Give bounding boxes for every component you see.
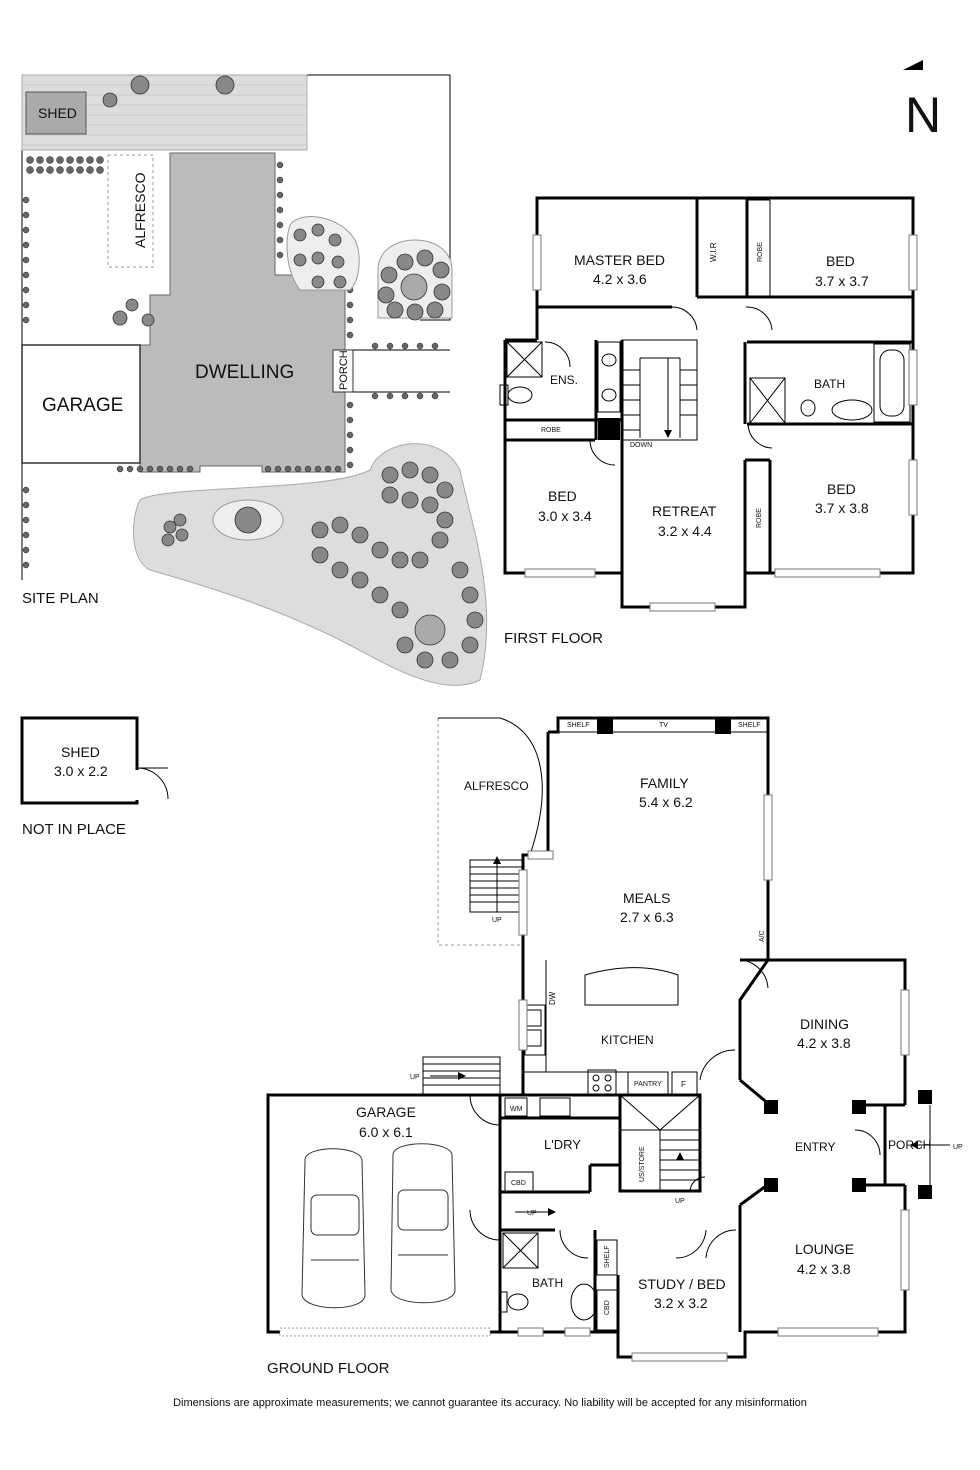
gf-porch-up: UP [953,1144,963,1151]
gf-dw-label: DW [548,991,557,1005]
shed-name: SHED [61,744,100,760]
ff-ens-label: ENS. [550,373,578,387]
ff-wir-label: W.I.R [709,242,718,262]
gf-lounge-dims: 4.2 x 3.8 [797,1261,851,1277]
ff-down-label: DOWN [630,442,652,449]
gf-cbd-study: CBD [604,1300,611,1315]
gf-meals-dims: 2.7 x 6.3 [620,909,674,925]
gf-ac-label: A/C [759,930,766,942]
gf-bath-label: BATH [532,1276,563,1290]
first-floor-title: FIRST FLOOR [504,630,603,647]
gf-garage-dims: 6.0 x 6.1 [359,1124,413,1140]
ff-retreat-name: RETREAT [652,503,717,519]
ff-bed3-dims: 3.7 x 3.8 [815,500,869,516]
gf-us-store-label: US/STORE [639,1146,646,1182]
gf-entry-label: ENTRY [795,1140,835,1154]
gf-shelf-study: SHELF [604,1245,611,1268]
gf-kitchen-label: KITCHEN [601,1033,654,1047]
gf-shelf-right: SHELF [738,722,761,729]
shed-not-in-place: SHED 3.0 x 2.2 NOT IN PLACE [20,716,169,838]
gf-alfresco-up: UP [492,917,502,924]
site-alfresco-label: ALFRESCO [132,172,148,248]
ff-master-bed-dims: 4.2 x 3.6 [593,271,647,287]
site-shed-label: SHED [38,105,77,121]
gf-porch-label: PORCH [888,1138,931,1152]
gf-garage-up: UP [410,1074,420,1081]
gf-tv-label: TV [659,722,668,729]
shed-note: NOT IN PLACE [22,821,126,838]
gf-family-name: FAMILY [640,775,689,791]
gf-study-name: STUDY / BED [638,1276,726,1292]
gf-study-dims: 3.2 x 3.2 [654,1295,708,1311]
ff-robe-label-mid: ROBE [541,427,561,434]
first-floor: MASTER BED 4.2 x 3.6 W.I.R ROBE BED 3.7 … [499,196,918,647]
gf-wm-label: WM [510,1106,523,1113]
shed-dims: 3.0 x 2.2 [54,763,108,779]
ff-retreat-dims: 3.2 x 4.4 [658,523,712,539]
ff-bath-label: BATH [814,377,845,391]
ff-robe-label-top: ROBE [757,242,764,262]
ff-robe-label-bottom: ROBE [756,508,763,528]
gf-dining-name: DINING [800,1016,849,1032]
gf-ldry-label: L'DRY [544,1137,581,1152]
ground-floor: SHELF TV SHELF ALFRESCO FAMILY 5.4 x 6.2… [266,716,963,1377]
ff-master-bed-name: MASTER BED [574,252,665,268]
ff-bed3-name: BED [827,481,856,497]
gf-bath-up: UP [527,1210,537,1217]
site-garage-label: GARAGE [42,395,123,416]
ff-bed1-dims: 3.7 x 3.7 [815,273,869,289]
ff-bed2-dims: 3.0 x 3.4 [538,508,592,524]
north-label: N [905,87,941,143]
ground-floor-title: GROUND FLOOR [267,1360,390,1377]
gf-garage-name: GARAGE [356,1104,416,1120]
gf-alfresco-label: ALFRESCO [464,779,529,793]
gf-pantry-label: PANTRY [634,1081,662,1088]
north-arrow: N [903,60,941,143]
gf-shelf-left: SHELF [567,722,590,729]
ff-bed1-name: BED [826,253,855,269]
disclaimer: Dimensions are approximate measurements;… [173,1397,807,1409]
gf-family-dims: 5.4 x 6.2 [639,794,693,810]
site-plan-title: SITE PLAN [22,590,99,607]
gf-f-label: F [681,1080,686,1089]
site-porch-label: PORCH [338,350,350,390]
gf-dining-dims: 4.2 x 3.8 [797,1035,851,1051]
gf-lounge-name: LOUNGE [795,1241,854,1257]
gf-cbd-ldry: CBD [511,1180,526,1187]
gf-stairs-up: UP [675,1198,685,1205]
gf-meals-name: MEALS [623,890,670,906]
site-plan: SHED ALFRESCO DWELLING GARAGE PORCH [21,74,488,686]
site-dwelling-label: DWELLING [195,362,294,383]
ff-bed2-name: BED [548,488,577,504]
